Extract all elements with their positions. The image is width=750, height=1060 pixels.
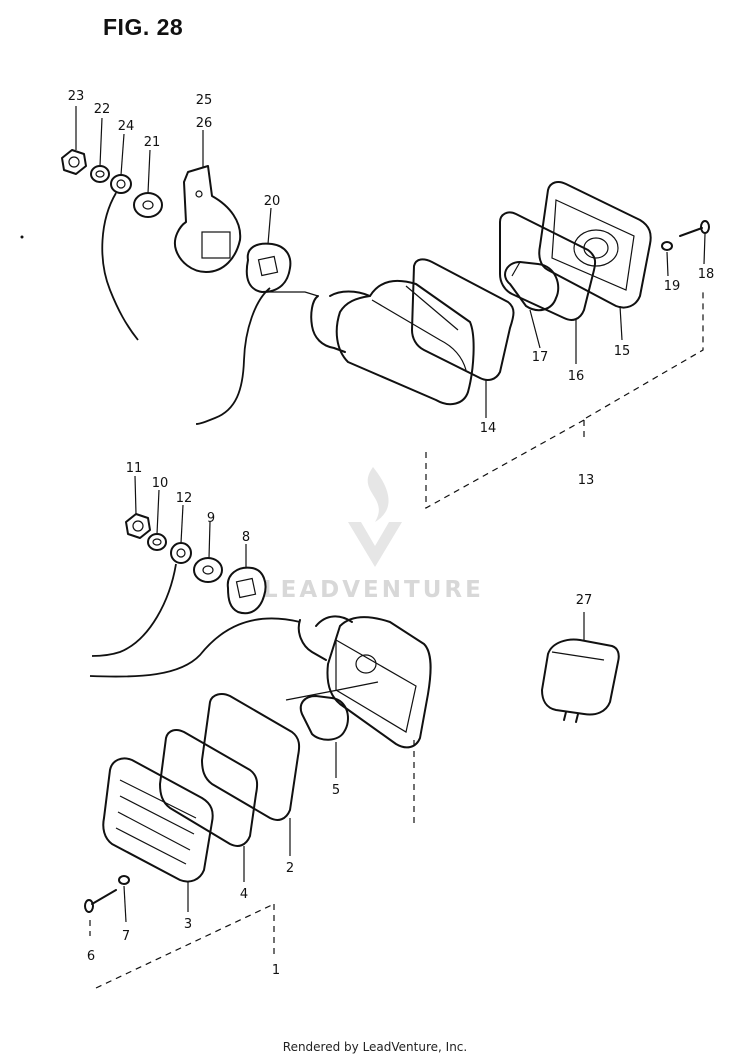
turn-signal-wire: [195, 287, 271, 425]
small-washer: [661, 241, 673, 251]
callout-7: 7: [122, 929, 130, 944]
small-washer: [118, 875, 130, 885]
watermark-logo: [348, 467, 402, 567]
callout-4: 4: [240, 887, 248, 902]
nut: [61, 149, 87, 175]
gasket: [201, 693, 301, 821]
washer: [133, 192, 163, 218]
figure-title: FIG. 28: [103, 14, 184, 40]
callout-2: 2: [286, 861, 294, 876]
callout-6: 6: [87, 949, 95, 964]
callout-10: 10: [152, 476, 169, 491]
turn-signal-housing: [297, 615, 432, 749]
grommet: [226, 566, 267, 615]
turn-signal-housing: [310, 279, 475, 406]
callout-5: 5: [332, 783, 340, 798]
callout-18: 18: [698, 267, 715, 282]
watermark-text: LEADVENTURE: [263, 577, 484, 603]
grommet: [245, 242, 292, 293]
ground-wire: [91, 542, 192, 657]
bulb: [504, 261, 560, 312]
lock-washer: [90, 165, 110, 183]
lens: [102, 757, 214, 883]
callout-3: 3: [184, 917, 192, 932]
bracket: [174, 165, 242, 273]
leader-lines: [75, 106, 706, 958]
callout-17: 17: [532, 350, 549, 365]
callout-11: 11: [126, 461, 143, 476]
footer-credit: Rendered by LeadVenture, Inc.: [282, 1040, 468, 1054]
callout-1: 1: [272, 963, 280, 978]
lens-seal: [499, 211, 597, 321]
callout-8: 8: [242, 530, 250, 545]
callout-21: 21: [144, 135, 161, 150]
flasher-relay: [541, 638, 620, 723]
speck: [20, 235, 24, 239]
callout-22: 22: [94, 102, 111, 117]
lock-washer: [147, 533, 167, 551]
callout-24: 24: [118, 119, 135, 134]
nut: [125, 513, 151, 539]
callout-23: 23: [68, 89, 85, 104]
callout-19: 19: [664, 279, 681, 294]
lens-seal: [159, 729, 259, 847]
callout-27: 27: [576, 593, 593, 608]
callout-13: 13: [578, 473, 595, 488]
callout-25: 25: [196, 93, 213, 108]
callout-20: 20: [264, 194, 281, 209]
callout-15: 15: [614, 344, 631, 359]
ground-wire: [101, 174, 139, 341]
callout-labels: 23 22 24 21 25 26 20 14 17 16 15 19 18 1…: [68, 89, 715, 978]
turn-signal-wire: [89, 617, 301, 678]
gasket: [411, 258, 515, 381]
callout-14: 14: [480, 421, 497, 436]
screw: [84, 889, 117, 913]
bulb: [285, 681, 379, 741]
callout-12: 12: [176, 491, 193, 506]
screw: [679, 220, 710, 237]
callout-26: 26: [196, 116, 213, 131]
callout-9: 9: [207, 511, 215, 526]
callout-16: 16: [568, 369, 585, 384]
lens: [538, 181, 652, 309]
washer: [193, 557, 223, 583]
